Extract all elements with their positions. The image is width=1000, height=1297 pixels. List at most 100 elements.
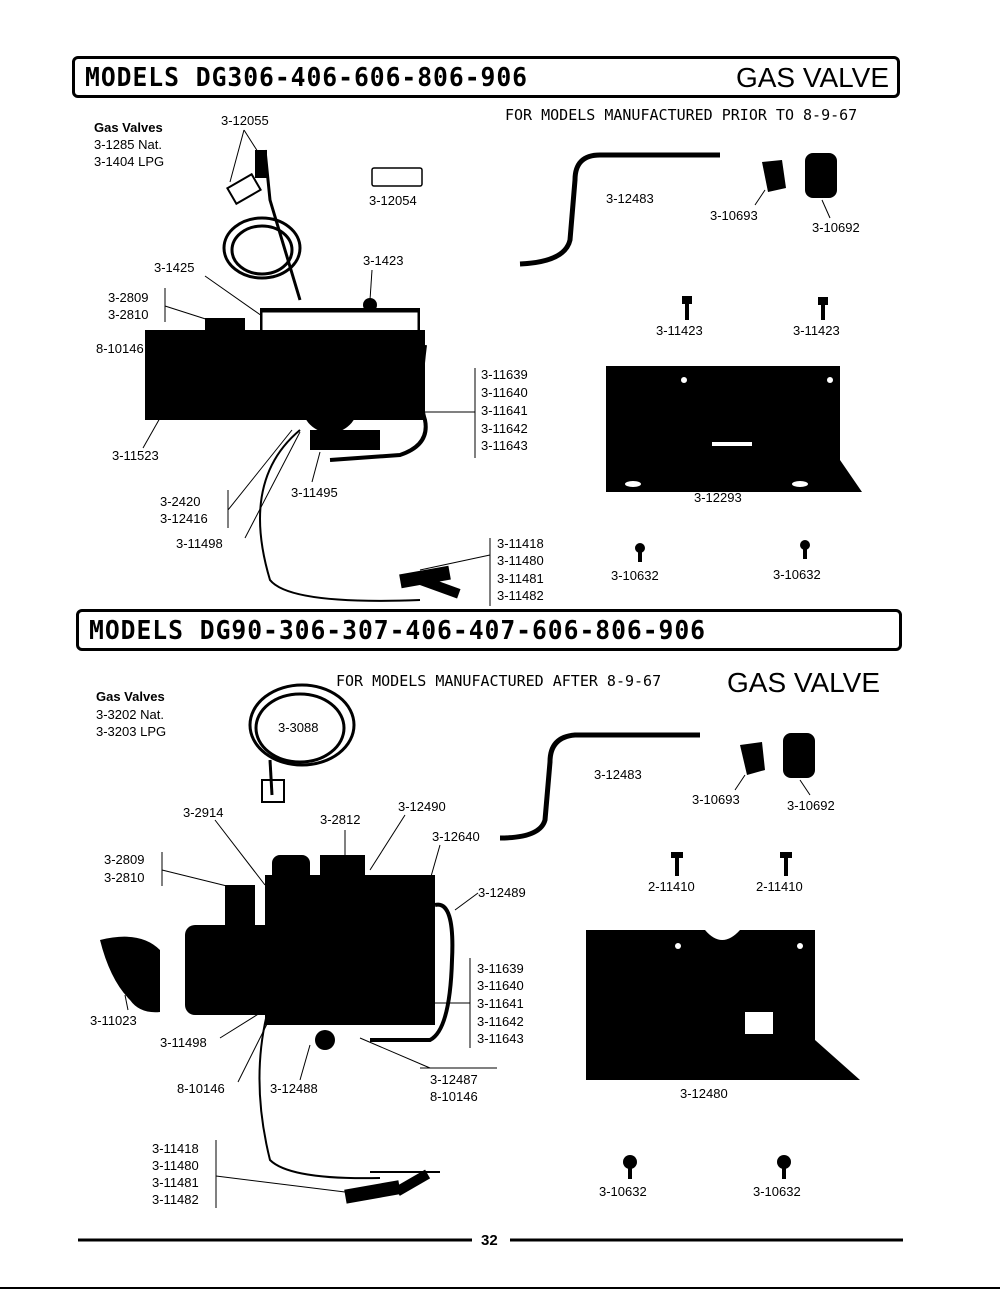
section2-gas-valve-body	[100, 855, 435, 1050]
section1-grommet-10692	[805, 153, 837, 198]
section1-screw-11423a	[682, 296, 692, 320]
s1-label-10632a: 3-10632	[611, 568, 659, 583]
s1-label-10692: 3-10692	[812, 220, 860, 235]
section1-header-box: MODELS DG306-406-606-806-906 GAS VALVE	[72, 56, 900, 98]
section2-models-title: MODELS DG90-306-307-406-407-606-806-906	[89, 616, 707, 646]
section1-note: FOR MODELS MANUFACTURED PRIOR TO 8-9-67	[505, 106, 858, 124]
s2-label-10146: 8-10146	[177, 1081, 225, 1096]
s1-label-11495: 3-11495	[291, 485, 338, 500]
s1-label-10632b: 3-10632	[773, 567, 821, 582]
s1-label-11641: 3-11641	[481, 403, 528, 418]
s1-label-10693: 3-10693	[710, 208, 758, 223]
s2-label-11480: 3-11480	[152, 1158, 199, 1173]
s2-label-10693: 3-10693	[692, 792, 740, 807]
section1-grommet-10693	[762, 160, 786, 192]
s1-label-10146: 8-10146	[96, 341, 144, 356]
section2-tube-12483	[499, 732, 700, 841]
section2-grommet-10692	[783, 733, 815, 778]
s2-label-10632a: 3-10632	[599, 1184, 647, 1199]
s1-label-11481: 3-11481	[497, 571, 544, 586]
section1-screw-10632b	[800, 540, 810, 559]
s2-label-11023: 3-11023	[90, 1013, 137, 1028]
s1-label-11639: 3-11639	[481, 367, 528, 382]
s1-label-11642: 3-11642	[481, 421, 528, 436]
section1-gas-valves-heading: Gas Valves	[94, 120, 163, 135]
section2-pilot-tube	[370, 902, 455, 1042]
s2-label-11640: 3-11640	[477, 978, 524, 993]
section1-part-12054	[371, 167, 423, 187]
s2-label-12489: 3-12489	[478, 885, 526, 900]
s1-label-12416: 3-12416	[160, 511, 208, 526]
section2-screw-11410a	[671, 852, 683, 876]
s1-label-11480: 3-11480	[497, 553, 544, 568]
section1-connector-12055	[255, 150, 267, 178]
s1-label-12483: 3-12483	[606, 191, 654, 206]
s2-label-2914: 3-2914	[183, 805, 224, 820]
section2-gas-valve-lpg: 3-3203 LPG	[96, 724, 167, 739]
s2-label-11641: 3-11641	[477, 996, 524, 1011]
s1-label-11418: 3-11418	[497, 536, 544, 551]
s2-label-2809: 3-2809	[104, 852, 145, 867]
s1-label-11523: 3-11523	[112, 448, 159, 463]
section2-grommet-10693	[740, 742, 765, 775]
section2-note: FOR MODELS MANUFACTURED AFTER 8-9-67	[336, 672, 662, 690]
s2-label-3088: 3-3088	[278, 720, 319, 735]
s2-label-2810: 3-2810	[104, 870, 145, 885]
s2-label-2812: 3-2812	[320, 812, 361, 827]
section2-pilot-line	[258, 1009, 381, 1180]
s1-label-2810: 3-2810	[108, 307, 149, 322]
section1-pilot-line	[259, 429, 421, 602]
section2-screw-10632b	[777, 1155, 791, 1179]
s1-label-11482: 3-11482	[497, 588, 544, 603]
s2-label-11418: 3-11418	[152, 1141, 199, 1156]
section1-bracket-12293	[606, 366, 862, 492]
s2-label-12490: 3-12490	[398, 799, 446, 814]
section2-screw-10632a	[623, 1155, 637, 1179]
s2-label-12483: 3-12483	[594, 767, 642, 782]
section2-gas-valve-nat: 3-3202 Nat.	[96, 707, 164, 722]
s2-label-11481: 3-11481	[152, 1175, 199, 1190]
section2-bracket-12480	[586, 930, 860, 1080]
s2-label-11410a: 2-11410	[648, 879, 695, 894]
section2-pilot-burner	[344, 1169, 440, 1204]
s2-label-12488: 3-12488	[270, 1081, 318, 1096]
s2-label-11639: 3-11639	[477, 961, 524, 976]
s2-label-10146b: 8-10146	[430, 1089, 478, 1104]
s2-label-10692: 3-10692	[787, 798, 835, 813]
section1-models-title: MODELS DG306-406-606-806-906	[85, 63, 528, 93]
section2-gas-valves-heading: Gas Valves	[96, 689, 165, 704]
s1-label-11643: 3-11643	[481, 438, 528, 453]
s2-label-10632b: 3-10632	[753, 1184, 801, 1199]
s1-label-12055: 3-12055	[221, 113, 269, 128]
s2-label-11498: 3-11498	[160, 1035, 207, 1050]
s1-label-2809: 3-2809	[108, 290, 149, 305]
section1-pilot-burner	[399, 565, 461, 599]
s1-label-11423a: 3-11423	[656, 323, 703, 338]
s1-label-11498: 3-11498	[176, 536, 223, 551]
s2-label-12480: 3-12480	[680, 1086, 728, 1101]
s2-label-11482: 3-11482	[152, 1192, 199, 1207]
s1-label-1423: 3-1423	[363, 253, 404, 268]
section1-screw-11423b	[818, 297, 828, 320]
section1-gas-valve-body	[145, 298, 425, 450]
section2-connector	[261, 779, 285, 803]
section2-thermocouple-coil	[248, 683, 356, 796]
s1-label-11423b: 3-11423	[793, 323, 840, 338]
s2-label-12487: 3-12487	[430, 1072, 478, 1087]
s2-label-11642: 3-11642	[477, 1014, 524, 1029]
section1-gas-valve-nat: 3-1285 Nat.	[94, 137, 162, 152]
section2-screw-11410b	[780, 852, 792, 876]
section1-gas-valve-title: GAS VALVE	[735, 62, 889, 93]
s2-label-12640: 3-12640	[432, 829, 480, 844]
section1-screw-10632a	[635, 543, 645, 562]
section2-header-box: MODELS DG90-306-307-406-407-606-806-906	[76, 609, 902, 651]
page-number: 32	[481, 1232, 498, 1249]
section1-gas-valve-lpg: 3-1404 LPG	[94, 154, 165, 169]
s1-label-12293: 3-12293	[694, 490, 742, 505]
section2-gas-valve-title: GAS VALVE	[727, 667, 881, 698]
s1-label-12054: 3-12054	[369, 193, 417, 208]
s1-label-1425: 3-1425	[154, 260, 195, 275]
s1-label-11640: 3-11640	[481, 385, 528, 400]
